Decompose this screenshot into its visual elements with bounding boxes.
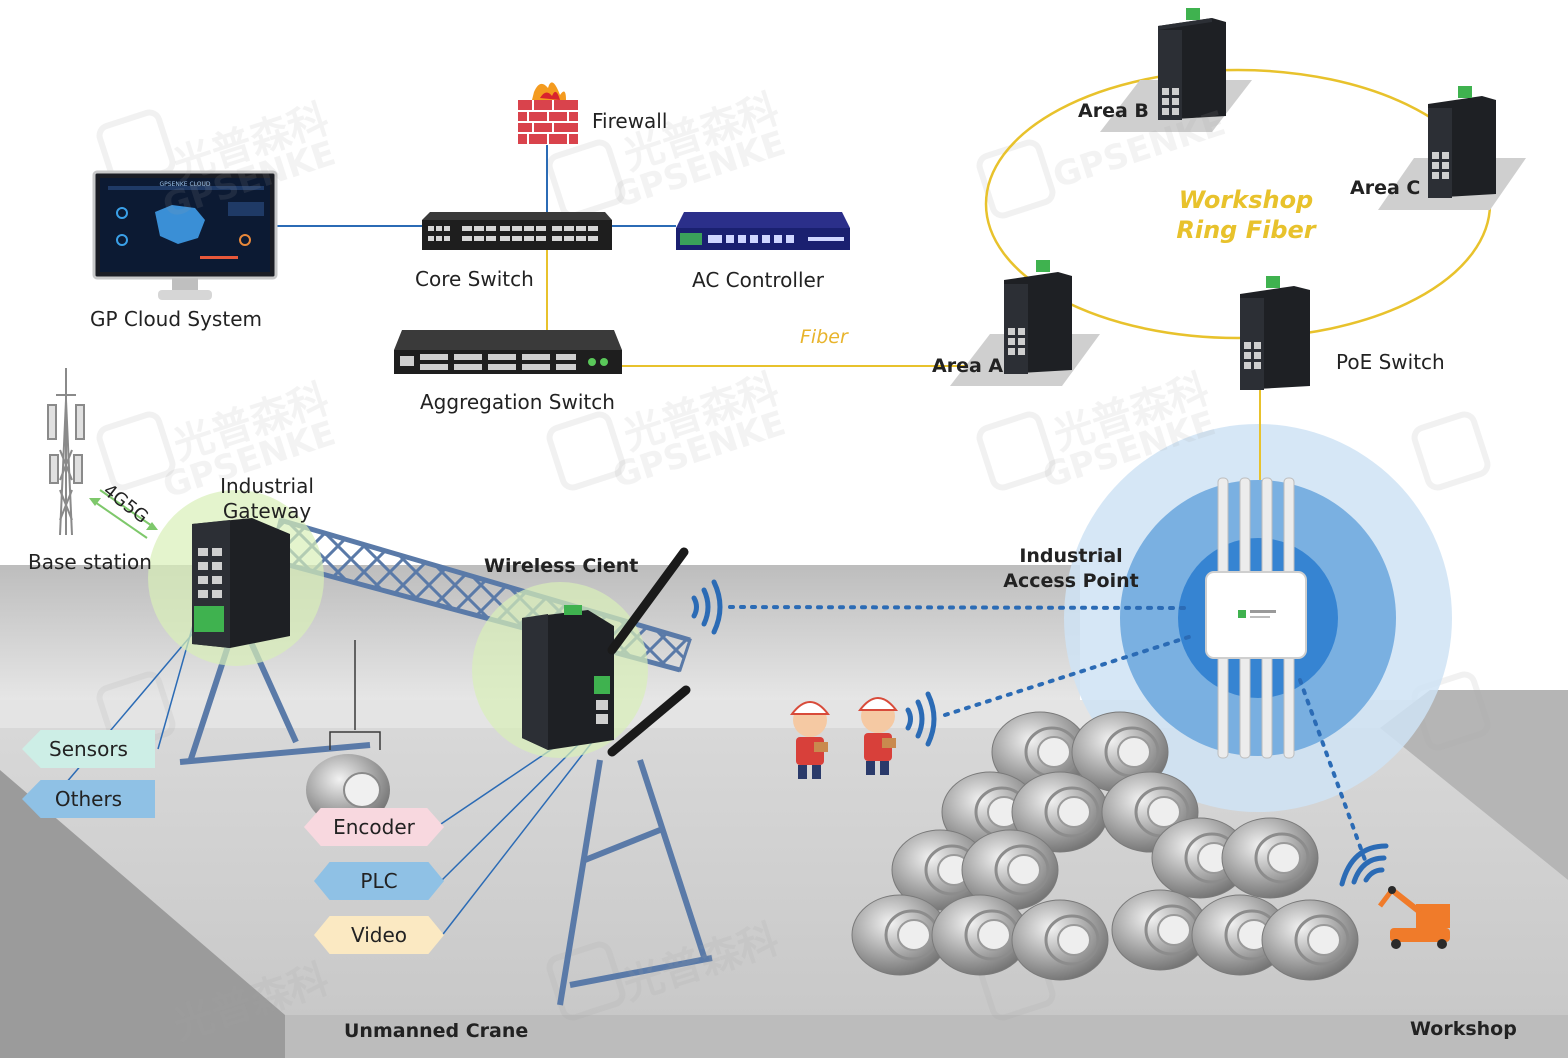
base-station-label: Base station	[28, 550, 152, 574]
worker-icon	[857, 697, 899, 775]
access-point-label-line2: Access Point	[1003, 570, 1139, 592]
aggregation-switch-icon	[394, 330, 622, 374]
area-a-label: Area A	[932, 355, 1004, 377]
steel-coil	[1151, 817, 1249, 899]
steel-coil	[851, 894, 949, 976]
gateway-label-line1: Industrial	[220, 474, 314, 498]
workshop-label: Workshop	[1410, 1018, 1517, 1040]
unmanned-crane-label: Unmanned Crane	[344, 1020, 529, 1042]
core-switch-icon	[422, 212, 612, 250]
access-point-icon	[1205, 477, 1307, 759]
poe-switch-label: PoE Switch	[1336, 350, 1445, 374]
cloud-screen-title: GPSENKE CLOUD	[159, 181, 210, 188]
encoder-tag: Encoder	[304, 808, 444, 846]
firewall-icon	[518, 82, 578, 144]
steel-coil	[1221, 817, 1319, 899]
gateway-label-line2: Gateway	[222, 499, 312, 523]
wireless-client-icon	[472, 547, 691, 758]
ring-fiber-label-line1: Workshop	[1178, 186, 1314, 214]
steel-coil	[1261, 899, 1359, 981]
area-b-label: Area B	[1078, 100, 1149, 122]
gp-cloud-label: GP Cloud System	[90, 307, 262, 331]
wifi-signal-icon	[691, 579, 1389, 887]
firewall-label: Firewall	[592, 109, 668, 133]
area-c-label: Area C	[1350, 177, 1421, 199]
access-point-label-line1: Industrial	[1019, 545, 1123, 567]
worker-icon	[789, 701, 831, 779]
ring-switch-icon-poe	[1240, 276, 1310, 390]
steel-coil	[961, 829, 1059, 911]
core-switch-label: Core Switch	[415, 267, 534, 291]
others-tag: Others	[22, 780, 155, 818]
aggregation-switch-label: Aggregation Switch	[420, 390, 615, 414]
ring-fiber-label-line2: Ring Fiber	[1176, 216, 1316, 244]
cloud-monitor-icon: GPSENKE CLOUD	[92, 170, 278, 300]
robot-arm-icon	[1378, 886, 1450, 949]
base-station-tower-icon	[47, 368, 85, 536]
ac-controller-label: AC Controller	[692, 268, 825, 292]
plc-tag: PLC	[314, 862, 444, 900]
ring-switch-icon-area-b	[1100, 8, 1252, 132]
steel-coil	[1011, 771, 1109, 853]
sensors-tag: Sensors	[22, 730, 155, 768]
ring-switch-icon-area-c	[1378, 86, 1526, 210]
steel-coil	[1111, 889, 1209, 971]
industrial-gateway-icon	[148, 490, 324, 666]
wireless-client-label: Wireless Cient	[484, 555, 639, 577]
ac-controller-icon	[676, 212, 850, 250]
network-links	[59, 145, 1367, 939]
fiber-label: Fiber	[800, 326, 848, 348]
video-tag: Video	[314, 916, 444, 954]
ring-switch-icon-area-a	[950, 260, 1100, 386]
steel-coil	[1011, 899, 1109, 981]
steel-coil-icon	[851, 711, 1359, 981]
